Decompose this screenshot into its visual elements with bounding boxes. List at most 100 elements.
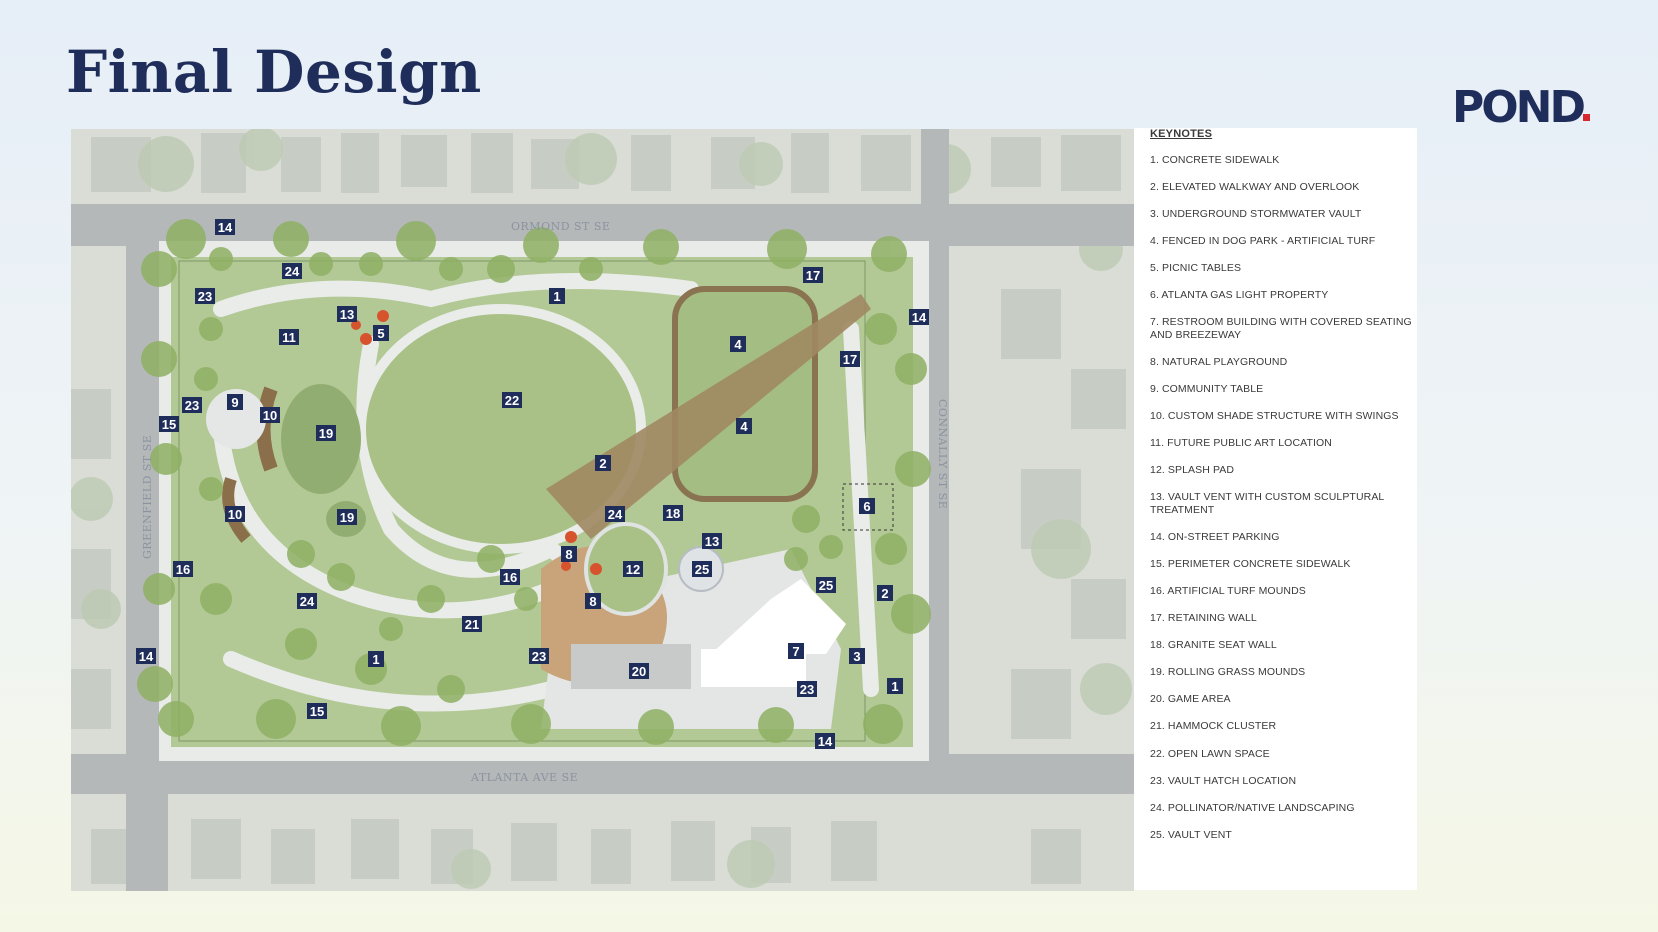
street-name-north: ORMOND ST SE: [511, 220, 610, 233]
logo-accent-dot: [1583, 114, 1590, 121]
plan-label-box: [692, 561, 712, 577]
plan-label: 1: [553, 289, 560, 304]
plan-label: 2: [599, 456, 606, 471]
keynote-item: 5. PICNIC TABLES: [1150, 262, 1242, 274]
gas-light-property: [842, 483, 894, 531]
plan-label-box: [730, 336, 746, 352]
plan-label: 10: [263, 408, 277, 423]
keynote-item: 14. ON-STREET PARKING: [1150, 531, 1280, 543]
plan-label: 8: [589, 594, 596, 609]
plan-label-box: [297, 593, 317, 609]
pond-logo: POND: [1452, 86, 1624, 130]
keynote-item: 15. PERIMETER CONCRETE SIDEWALK: [1150, 558, 1351, 570]
picnic-tables: [351, 310, 602, 575]
plan-label-box: [623, 561, 643, 577]
logo-wordmark: POND: [1452, 82, 1586, 133]
plan-label: 1: [372, 652, 379, 667]
plan-label: 14: [139, 649, 154, 664]
plan-label-box: [561, 546, 577, 562]
plan-label-box: [136, 648, 156, 664]
elevated-walkway: [546, 294, 871, 539]
plan-label-box: [260, 407, 280, 423]
plan-label: 12: [626, 562, 640, 577]
keynote-item: 11. FUTURE PUBLIC ART LOCATION: [1150, 437, 1332, 449]
plan-label-box: [840, 351, 860, 367]
plan-label-box: [815, 733, 835, 749]
restroom-building: [711, 579, 846, 654]
plan-label-box: [500, 569, 520, 585]
plan-label: 16: [176, 562, 190, 577]
plan-label-box: [595, 455, 611, 471]
plan-label-box: [307, 703, 327, 719]
plan-label: 6: [863, 499, 870, 514]
keynotes-panel: KEYNOTES 1. CONCRETE SIDEWALK 2. ELEVATED…: [1134, 128, 1417, 890]
plan-label: 14: [912, 310, 927, 325]
keynote-item: 22. OPEN LAWN SPACE: [1150, 748, 1270, 760]
plan-label: 24: [608, 507, 623, 522]
plan-label-box: [788, 643, 804, 659]
plan-label-box: [605, 506, 625, 522]
keynote-item: 2. ELEVATED WALKWAY AND OVERLOOK: [1150, 181, 1360, 193]
plan-label-box: [529, 648, 549, 664]
keynote-item: 3. UNDERGROUND STORMWATER VAULT: [1150, 208, 1362, 220]
street-name-south: ATLANTA AVE SE: [470, 771, 578, 784]
plan-label-box: [368, 651, 384, 667]
keynote-item: 19. ROLLING GRASS MOUNDS: [1150, 666, 1306, 678]
plan-label-box: [373, 325, 389, 341]
shade-structure: [256, 386, 278, 472]
keynote-item: 10. CUSTOM SHADE STRUCTURE WITH SWINGS: [1150, 410, 1399, 422]
plan-label-box: [549, 288, 565, 304]
plan-label-box: [195, 288, 215, 304]
plan-label-box: [316, 425, 336, 441]
plan-label: 5: [377, 326, 384, 341]
plan-label: 4: [740, 419, 748, 434]
keynote-item: 9. COMMUNITY TABLE: [1150, 383, 1264, 395]
plan-label-box: [279, 329, 299, 345]
plan-label-box: [215, 219, 235, 235]
keynotes-title: KEYNOTES: [1150, 128, 1213, 140]
keynote-item: 18. GRANITE SEAT WALL: [1150, 639, 1277, 651]
keynote-item: 25. VAULT VENT: [1150, 829, 1232, 841]
plan-label-box: [159, 416, 179, 432]
plan-label: 19: [319, 426, 333, 441]
plan-label-box: [225, 506, 245, 522]
plan-label: 3: [853, 649, 860, 664]
plan-label-box: [337, 509, 357, 525]
page-title: Final Design: [66, 38, 482, 106]
plan-label-box: [877, 585, 893, 601]
plan-label: 4: [734, 337, 742, 352]
site-plan: ORMOND ST SE ATLANTA AVE SE GREENFIELD S…: [71, 129, 1134, 891]
plan-label: 25: [695, 562, 709, 577]
plan-label: 24: [300, 594, 315, 609]
plan-label-box: [629, 663, 649, 679]
plan-label-box: [282, 263, 302, 279]
plan-label-box: [702, 533, 722, 549]
plan-label: 18: [666, 506, 680, 521]
keynote-item: 17. RETAINING WALL: [1150, 612, 1257, 624]
keynote-item: 1. CONCRETE SIDEWALK: [1150, 154, 1280, 166]
plan-label-box: [182, 397, 202, 413]
plan-label-box: [909, 309, 929, 325]
keynote-item: 6. ATLANTA GAS LIGHT PROPERTY: [1150, 289, 1329, 301]
plan-label: 13: [705, 534, 719, 549]
plan-label-box: [803, 267, 823, 283]
park-trees: [137, 219, 931, 746]
plan-label: 22: [505, 393, 519, 408]
plan-label: 13: [340, 307, 354, 322]
plan-label-box: [585, 593, 601, 609]
plan-label-box: [337, 306, 357, 322]
keynote-item: 24. POLLINATOR/NATIVE LANDSCAPING: [1150, 802, 1355, 814]
keynote-item: 23. VAULT HATCH LOCATION: [1150, 775, 1297, 787]
plan-label: 23: [198, 289, 212, 304]
plan-label: 7: [792, 644, 799, 659]
plan-label-box: [227, 394, 243, 410]
street-name-west: GREENFIELD ST SE: [141, 435, 154, 559]
plan-label: 2: [881, 586, 888, 601]
neighborhood-trees: [71, 129, 1132, 889]
plan-label-box: [816, 577, 836, 593]
plan-label: 11: [282, 330, 296, 345]
plan-label-box: [502, 392, 522, 408]
plan-label: 15: [162, 417, 176, 432]
plan-label-box: [859, 498, 875, 514]
